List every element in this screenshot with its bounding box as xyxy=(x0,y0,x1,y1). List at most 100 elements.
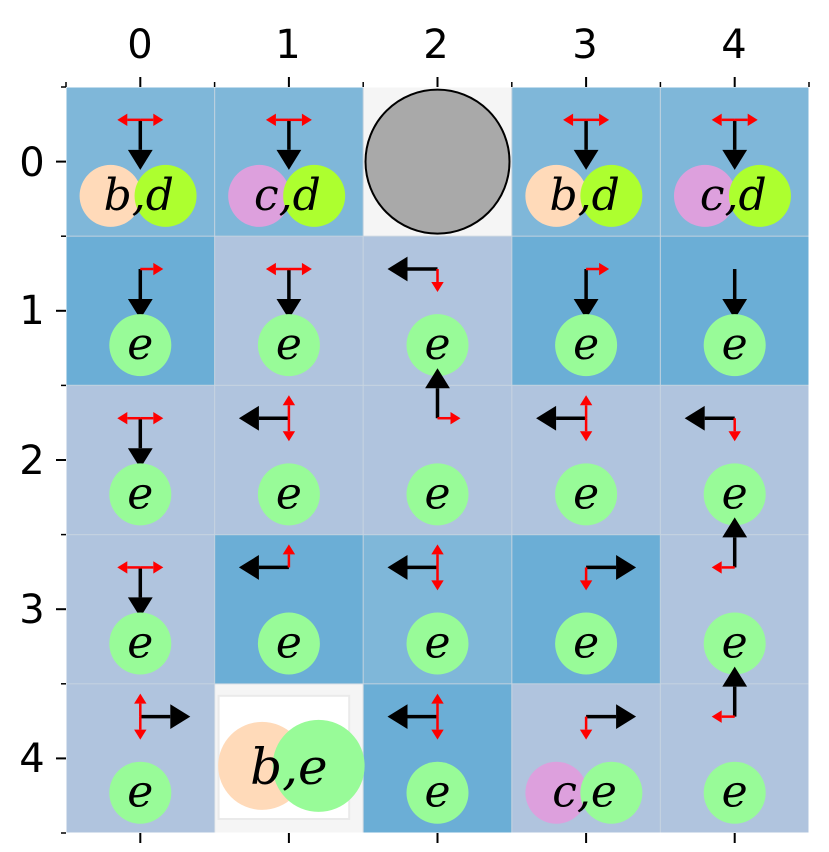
token-label: e xyxy=(722,468,748,519)
token-label: e xyxy=(573,468,599,519)
alt-arrow-head xyxy=(579,431,593,442)
alt-arrow-head xyxy=(153,113,164,127)
y-tick-label: 4 xyxy=(19,736,44,782)
alt-arrow-head xyxy=(599,262,610,276)
alt-arrow-head xyxy=(282,544,296,555)
x-tick-label: 0 xyxy=(127,22,152,68)
token-circle xyxy=(257,612,320,675)
action-arrow-head xyxy=(387,256,408,282)
token-circle xyxy=(109,314,172,377)
token-circle xyxy=(555,314,618,377)
token-label: e xyxy=(127,319,153,370)
alt-arrow-head xyxy=(563,113,574,127)
token-label: e xyxy=(424,767,450,818)
alt-arrow-head xyxy=(153,561,164,574)
token-circle xyxy=(525,761,588,824)
alt-arrow-head xyxy=(579,580,593,591)
action-arrow-head xyxy=(387,555,408,580)
alt-arrow-head xyxy=(282,431,296,442)
action-arrow-head xyxy=(425,368,450,389)
token-circle xyxy=(79,164,142,227)
token-label: e xyxy=(424,319,450,370)
alt-arrow-head xyxy=(134,729,147,740)
y-tick-label: 0 xyxy=(19,140,44,186)
token-circle xyxy=(134,164,197,227)
token-label: c,d xyxy=(254,170,321,221)
alt-arrow-head xyxy=(153,412,164,425)
action-arrow-head xyxy=(722,517,748,538)
token-label: c,d xyxy=(700,170,767,221)
alt-arrow-head xyxy=(265,262,276,276)
token-circle xyxy=(555,463,618,526)
alt-arrow-head xyxy=(599,113,610,127)
token-circle xyxy=(228,164,291,227)
alt-arrow-head xyxy=(711,710,722,723)
token-circle xyxy=(673,164,736,227)
token-label: e xyxy=(276,618,302,669)
alt-arrow-head xyxy=(431,544,444,555)
token-label: e xyxy=(722,767,748,818)
alt-arrow-head xyxy=(117,412,128,425)
token-label: e xyxy=(722,618,748,669)
action-arrow-head xyxy=(722,666,748,687)
token-circle xyxy=(728,164,791,227)
token-label: e xyxy=(127,468,153,519)
action-arrow-head xyxy=(127,597,153,618)
token-circle xyxy=(406,761,469,824)
token-label: c,e xyxy=(552,767,617,818)
action-arrow-head xyxy=(536,405,557,431)
alt-arrow-head xyxy=(579,729,593,740)
token-circle xyxy=(406,612,469,675)
x-tick-label: 3 xyxy=(572,22,597,68)
token-circle xyxy=(703,612,766,675)
action-arrow-head xyxy=(238,555,259,580)
alt-arrow-head xyxy=(431,580,444,591)
token-circle xyxy=(580,164,643,227)
axis-ticks xyxy=(56,77,810,843)
action-arrow-head xyxy=(722,299,748,320)
alt-arrow-head xyxy=(117,113,128,127)
alt-arrow-head xyxy=(153,262,164,276)
alt-arrow-head xyxy=(747,113,758,127)
action-arrow-head xyxy=(276,299,302,320)
alt-arrow-head xyxy=(579,395,593,406)
y-tick-label: 1 xyxy=(19,288,44,334)
action-arrow-head xyxy=(387,704,408,730)
token-circle xyxy=(109,612,172,675)
action-arrow-head xyxy=(170,704,191,730)
token-circle xyxy=(109,463,172,526)
token-label: b,d xyxy=(549,170,619,221)
token-circle xyxy=(406,314,469,377)
token-circle xyxy=(703,314,766,377)
token-circle xyxy=(272,719,365,812)
token-label: e xyxy=(722,319,748,370)
x-axis: 0 1 2 3 4 xyxy=(127,22,746,68)
alt-arrow-head xyxy=(450,412,461,425)
token-circle xyxy=(406,463,469,526)
y-axis: 0 1 2 3 4 xyxy=(19,140,44,782)
x-tick-label: 1 xyxy=(275,22,300,68)
alt-arrow-head xyxy=(301,113,312,127)
token-label: b,d xyxy=(104,170,174,221)
alt-arrow-head xyxy=(117,561,128,574)
token-label: e xyxy=(573,319,599,370)
action-arrow-head xyxy=(127,448,153,469)
y-tick-label: 3 xyxy=(19,587,44,633)
token-label: e xyxy=(276,468,302,519)
alt-arrow-head xyxy=(728,431,741,442)
alt-arrow-head xyxy=(711,561,722,574)
y-tick-label: 2 xyxy=(19,438,44,484)
token-circle xyxy=(109,761,172,824)
token-circle xyxy=(257,463,320,526)
token-circle xyxy=(703,761,766,824)
token-label: e xyxy=(127,767,153,818)
x-tick-label: 4 xyxy=(721,22,746,68)
alt-arrow-head xyxy=(431,729,444,740)
token-circle xyxy=(703,463,766,526)
token-label: b,e xyxy=(250,738,328,796)
token-circle xyxy=(525,164,588,227)
obstacle-circle xyxy=(364,88,511,235)
alt-arrow-head xyxy=(431,282,444,293)
action-arrow-head xyxy=(573,299,599,320)
